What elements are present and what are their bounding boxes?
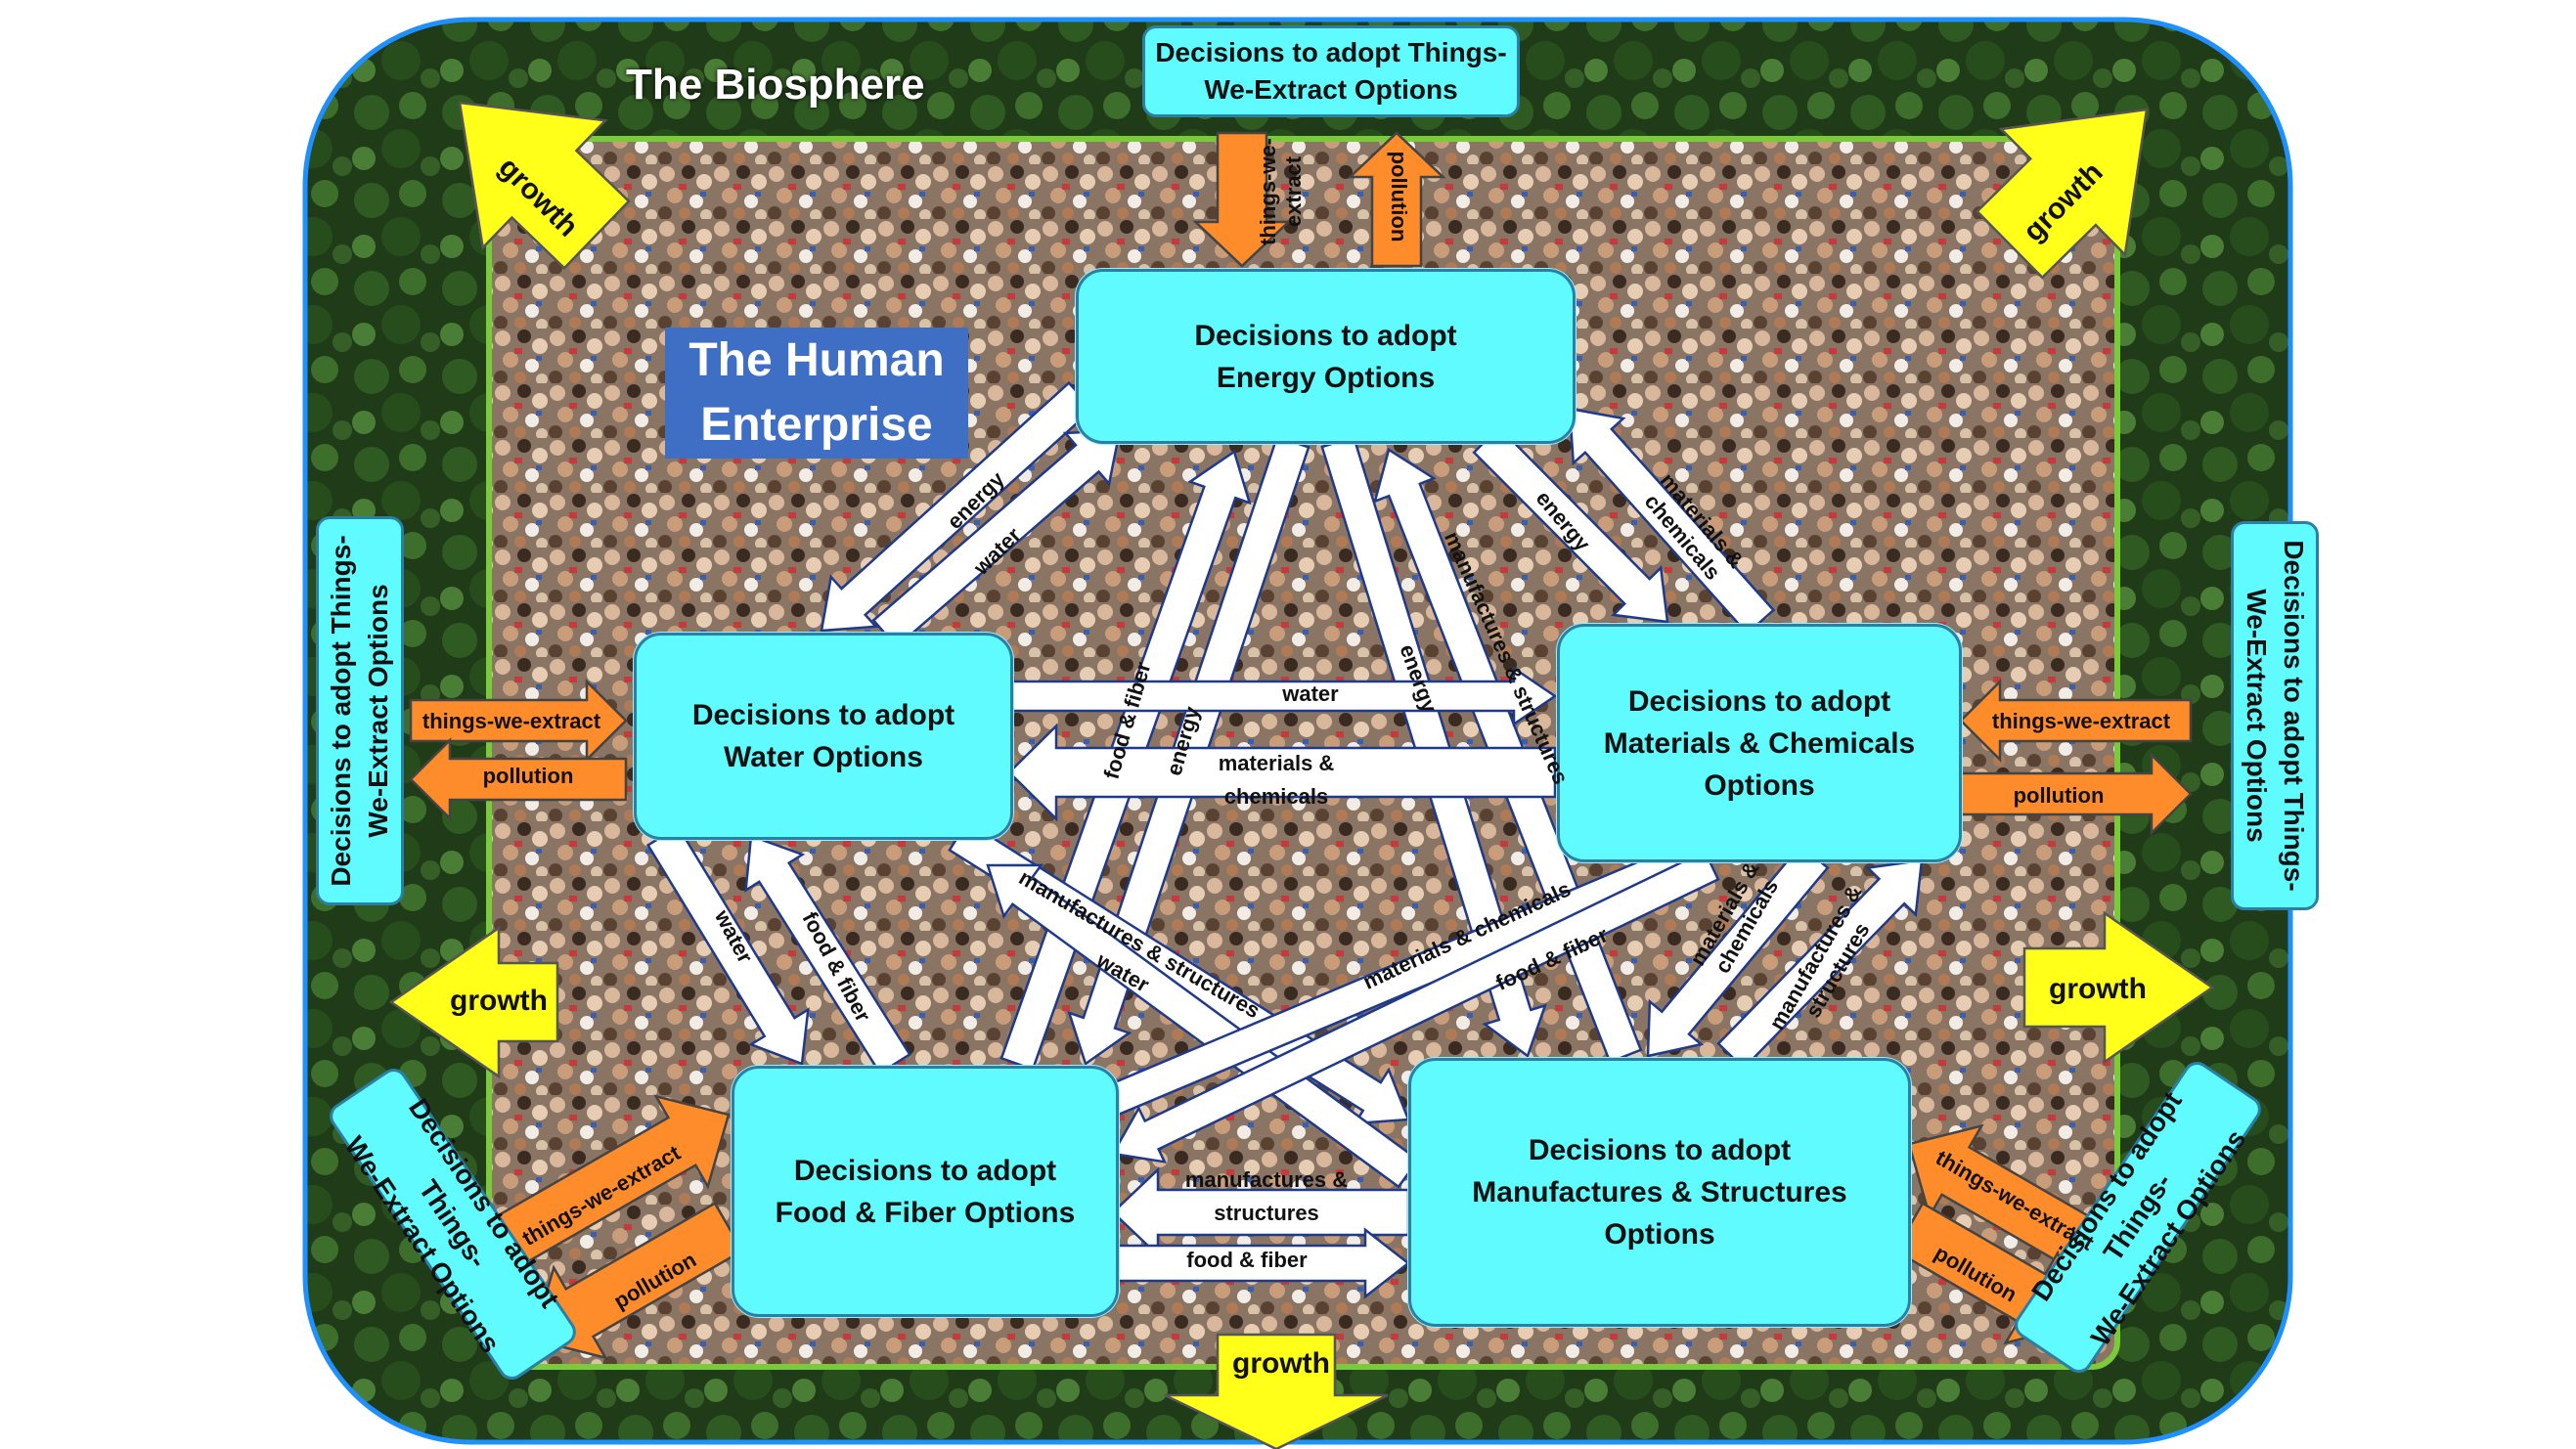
left-things-we-extract-label: things-we-extract [422,709,601,733]
growth-label-right: growth [2049,973,2147,1005]
top-pollution-arrow [1347,131,1446,268]
growth-arrow-bottom [1164,1333,1389,1449]
bottom-left-pollution-arrow [531,1201,744,1360]
materials-chemicals-decisions-label: Decisions to adopt Materials & Chemicals… [1603,684,1916,802]
flow-label-materials-to-water-line2: chemicals [1223,784,1329,809]
flow-label-materials-to-water-line1: materials & [1218,751,1335,775]
flow-label-materials-to-water: materials & chemicals [1198,747,1355,813]
flow-arrow-food-to-water [744,834,911,1076]
growth-label-bottom: growth [1232,1347,1330,1380]
manufactures-structures-decisions-node: Decisions to adopt Manufactures & Struct… [1408,1058,1911,1327]
growth-arrow-top-left [458,101,631,270]
biosphere-title: The Biosphere [626,61,925,109]
flow-label-manufactures-to-food: manufactures & structures [1169,1164,1364,1230]
materials-chemicals-decisions-node: Decisions to adopt Materials & Chemicals… [1557,624,1962,862]
human-enterprise-title-line2: Enterprise [700,399,933,451]
energy-decisions-node: Decisions to adopt Energy Options [1076,269,1576,444]
flow-arrow-manufactures-to-materials [1716,858,1924,1071]
flow-arrow-materials-to-food [1111,849,1720,1164]
water-decisions-label: Decisions to adopt Water Options [691,699,955,773]
left-extract-decisions-box: Decisions to adopt Things- We-Extract Op… [316,516,404,905]
flow-arrow-energy-to-manufactures [1320,435,1547,1059]
food-fiber-decisions-node: Decisions to adopt Food & Fiber Options [732,1066,1119,1317]
flow-arrow-materials-to-water [1007,723,1557,822]
bottom-left-things-we-extract-arrow [478,1094,731,1276]
top-extract-decisions-box: Decisions to adopt Things- We-Extract Op… [1142,25,1520,117]
flow-arrow-materials-to-energy [1568,407,1776,636]
growth-arrow-left [388,925,559,1079]
food-fiber-decisions-label: Decisions to adopt Food & Fiber Options [775,1154,1076,1229]
manufactures-structures-decisions-label: Decisions to adopt Manufactures & Struct… [1472,1134,1847,1251]
right-things-we-extract-arrow [1959,679,2193,763]
flow-arrow-water-to-materials [1007,666,1558,726]
right-things-we-extract-label: things-we-extract [1991,709,2171,733]
flow-arrow-materials-to-manufactures [1646,843,1830,1058]
flow-label-manufactures-to-food-line1: manufactures & [1184,1167,1349,1192]
flow-label-water-to-materials: water [1282,681,1339,706]
human-enterprise-title-line1: The Human [688,334,945,386]
growth-label-left: growth [450,985,548,1017]
top-things-we-extract-label: things-we- extract [1256,118,1307,265]
top-things-we-extract-line2: extract [1281,155,1306,228]
flow-label-manufactures-to-food-line2: structures [1214,1201,1319,1225]
energy-decisions-label: Decisions to adopt Energy Options [1194,319,1457,394]
bottom-right-things-we-extract-arrow [1907,1123,2094,1267]
right-extract-decisions-label: Decisions to adopt Things- We-Extract Op… [2242,540,2309,892]
left-pollution-arrow [409,737,628,821]
right-extract-decisions-box: Decisions to adopt Things- We-Extract Op… [2231,521,2319,910]
left-extract-decisions-label: Decisions to adopt Things- We-Extract Op… [326,535,393,887]
flow-arrow-manufactures-to-water [986,863,1420,1189]
left-pollution-label: pollution [482,764,574,788]
human-enterprise-title: The Human Enterprise [665,328,968,459]
flow-arrow-food-to-manufactures [1111,1227,1411,1299]
top-pollution-label: pollution [1387,151,1411,242]
right-pollution-arrow [1959,752,2193,836]
top-extract-decisions-label: Decisions to adopt Things- We-Extract Op… [1155,37,1507,105]
top-things-we-extract-line1: things-we- [1256,138,1280,245]
flow-arrow-energy-to-water [820,380,1094,633]
growth-arrow-top-right [1975,108,2149,280]
flow-arrow-energy-to-materials [1472,425,1669,624]
growth-arrow-right [2022,910,2215,1065]
top-things-we-extract-arrow [1192,131,1292,268]
flow-label-food-to-manufactures: food & fiber [1186,1248,1308,1272]
flow-arrow-water-to-food [645,824,810,1066]
water-decisions-node: Decisions to adopt Water Options [634,633,1013,840]
right-pollution-label: pollution [2013,783,2105,808]
left-things-we-extract-arrow [409,679,628,763]
